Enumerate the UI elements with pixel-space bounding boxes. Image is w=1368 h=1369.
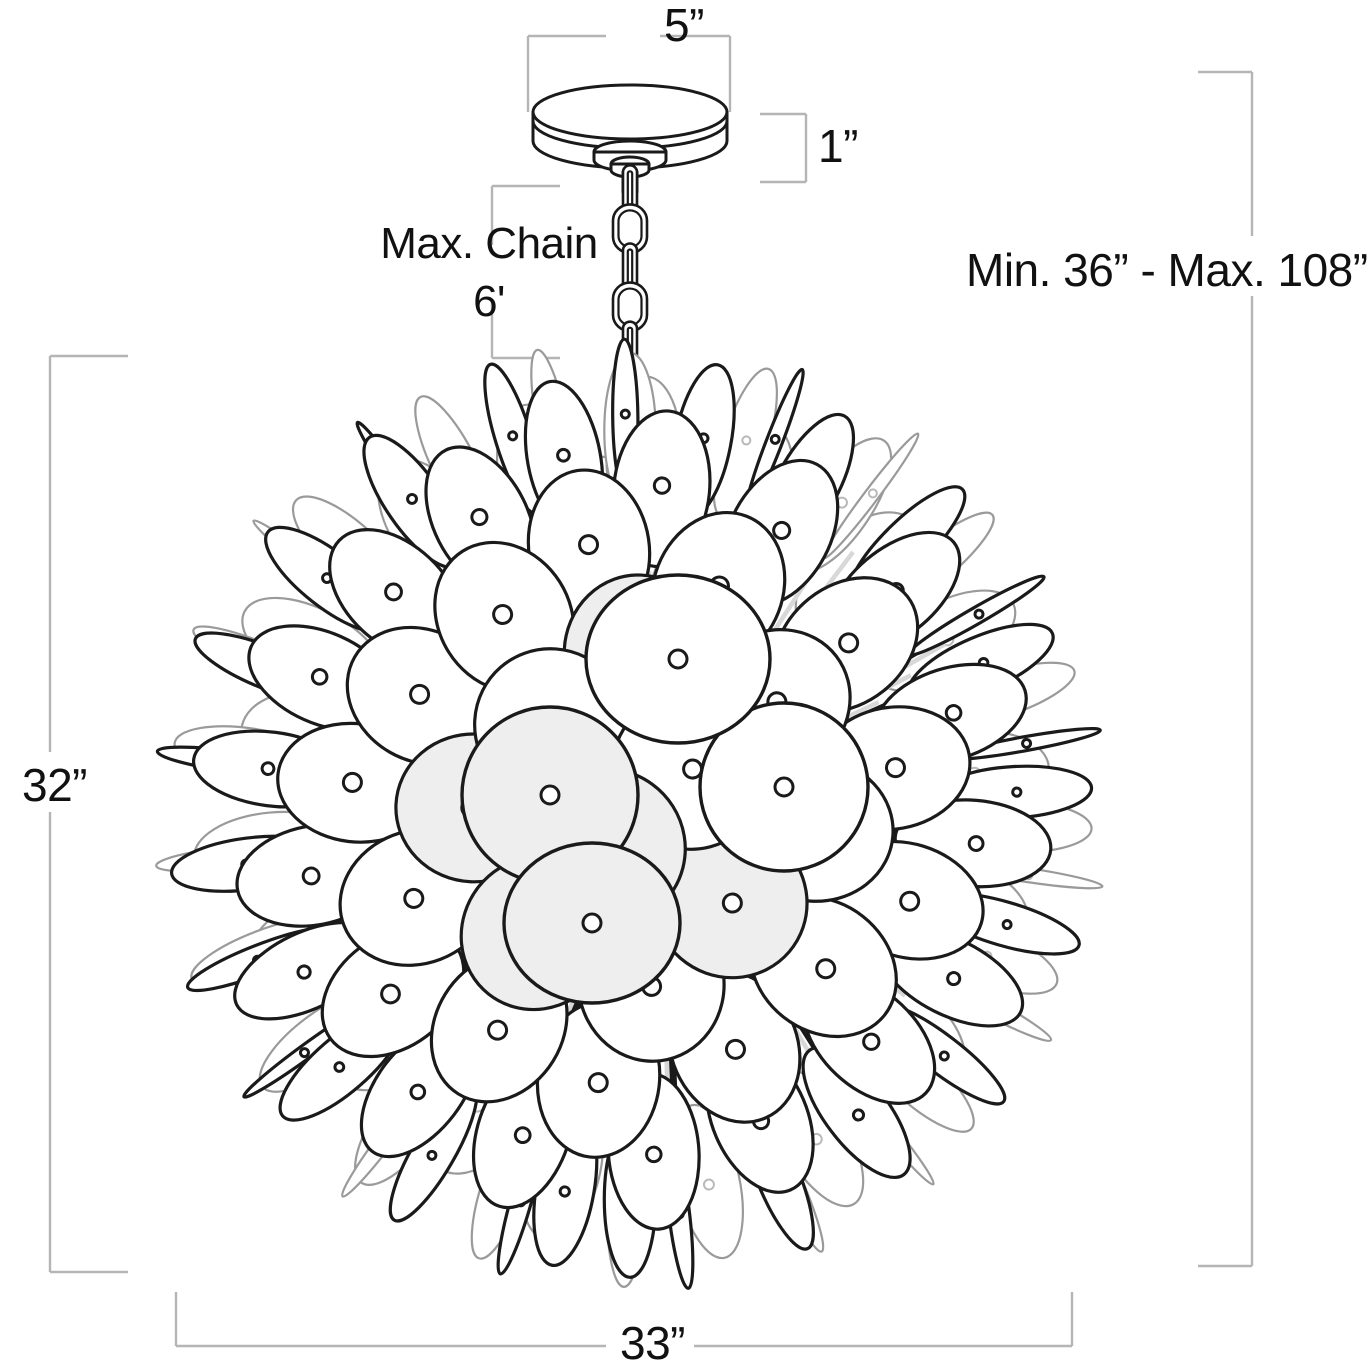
disc-hole (703, 1179, 715, 1191)
label-hanging-range: Min. 36” - Max. 108” (966, 247, 1368, 293)
disc-hole (342, 772, 362, 792)
disc-hole (261, 762, 274, 775)
disc-hole (741, 435, 751, 445)
glass-disc (504, 843, 680, 1003)
disc-hole (770, 434, 780, 444)
glass-disc (586, 575, 770, 743)
dim-canopy-height (760, 114, 806, 182)
dim-fixture-height (50, 356, 128, 1272)
disc-hole (969, 836, 984, 851)
label-fixture-width: 33” (620, 1320, 685, 1366)
disc-hole (583, 914, 601, 932)
disc-hole (974, 609, 985, 620)
disc-hole (1022, 739, 1031, 748)
disc-hole (557, 448, 571, 462)
label-fixture-height: 32” (22, 762, 87, 808)
label-chain-value: 6' (376, 280, 602, 324)
chandelier-sphere (155, 339, 1104, 1290)
disc-hole (669, 650, 687, 668)
disc-hole (588, 1073, 608, 1093)
disc-hole (775, 778, 793, 796)
disc-hole (541, 786, 559, 804)
disc-hole (1002, 920, 1012, 930)
disc-hole (426, 1150, 437, 1161)
label-canopy-height: 1” (818, 123, 858, 169)
disc-hole (654, 477, 671, 494)
label-chain: Max. Chain (376, 222, 602, 266)
label-canopy-width: 5” (0, 2, 1368, 48)
disc-hole (1012, 788, 1021, 797)
disc-hole (559, 1186, 570, 1197)
disc-hole (621, 410, 629, 418)
disc-hole (508, 431, 518, 441)
disc-hole (646, 1147, 661, 1162)
disc-hole (302, 867, 321, 886)
disc-hole (578, 534, 599, 555)
discs-front (156, 339, 1101, 1290)
dim-chain (492, 186, 560, 358)
disc-hole (885, 757, 906, 778)
